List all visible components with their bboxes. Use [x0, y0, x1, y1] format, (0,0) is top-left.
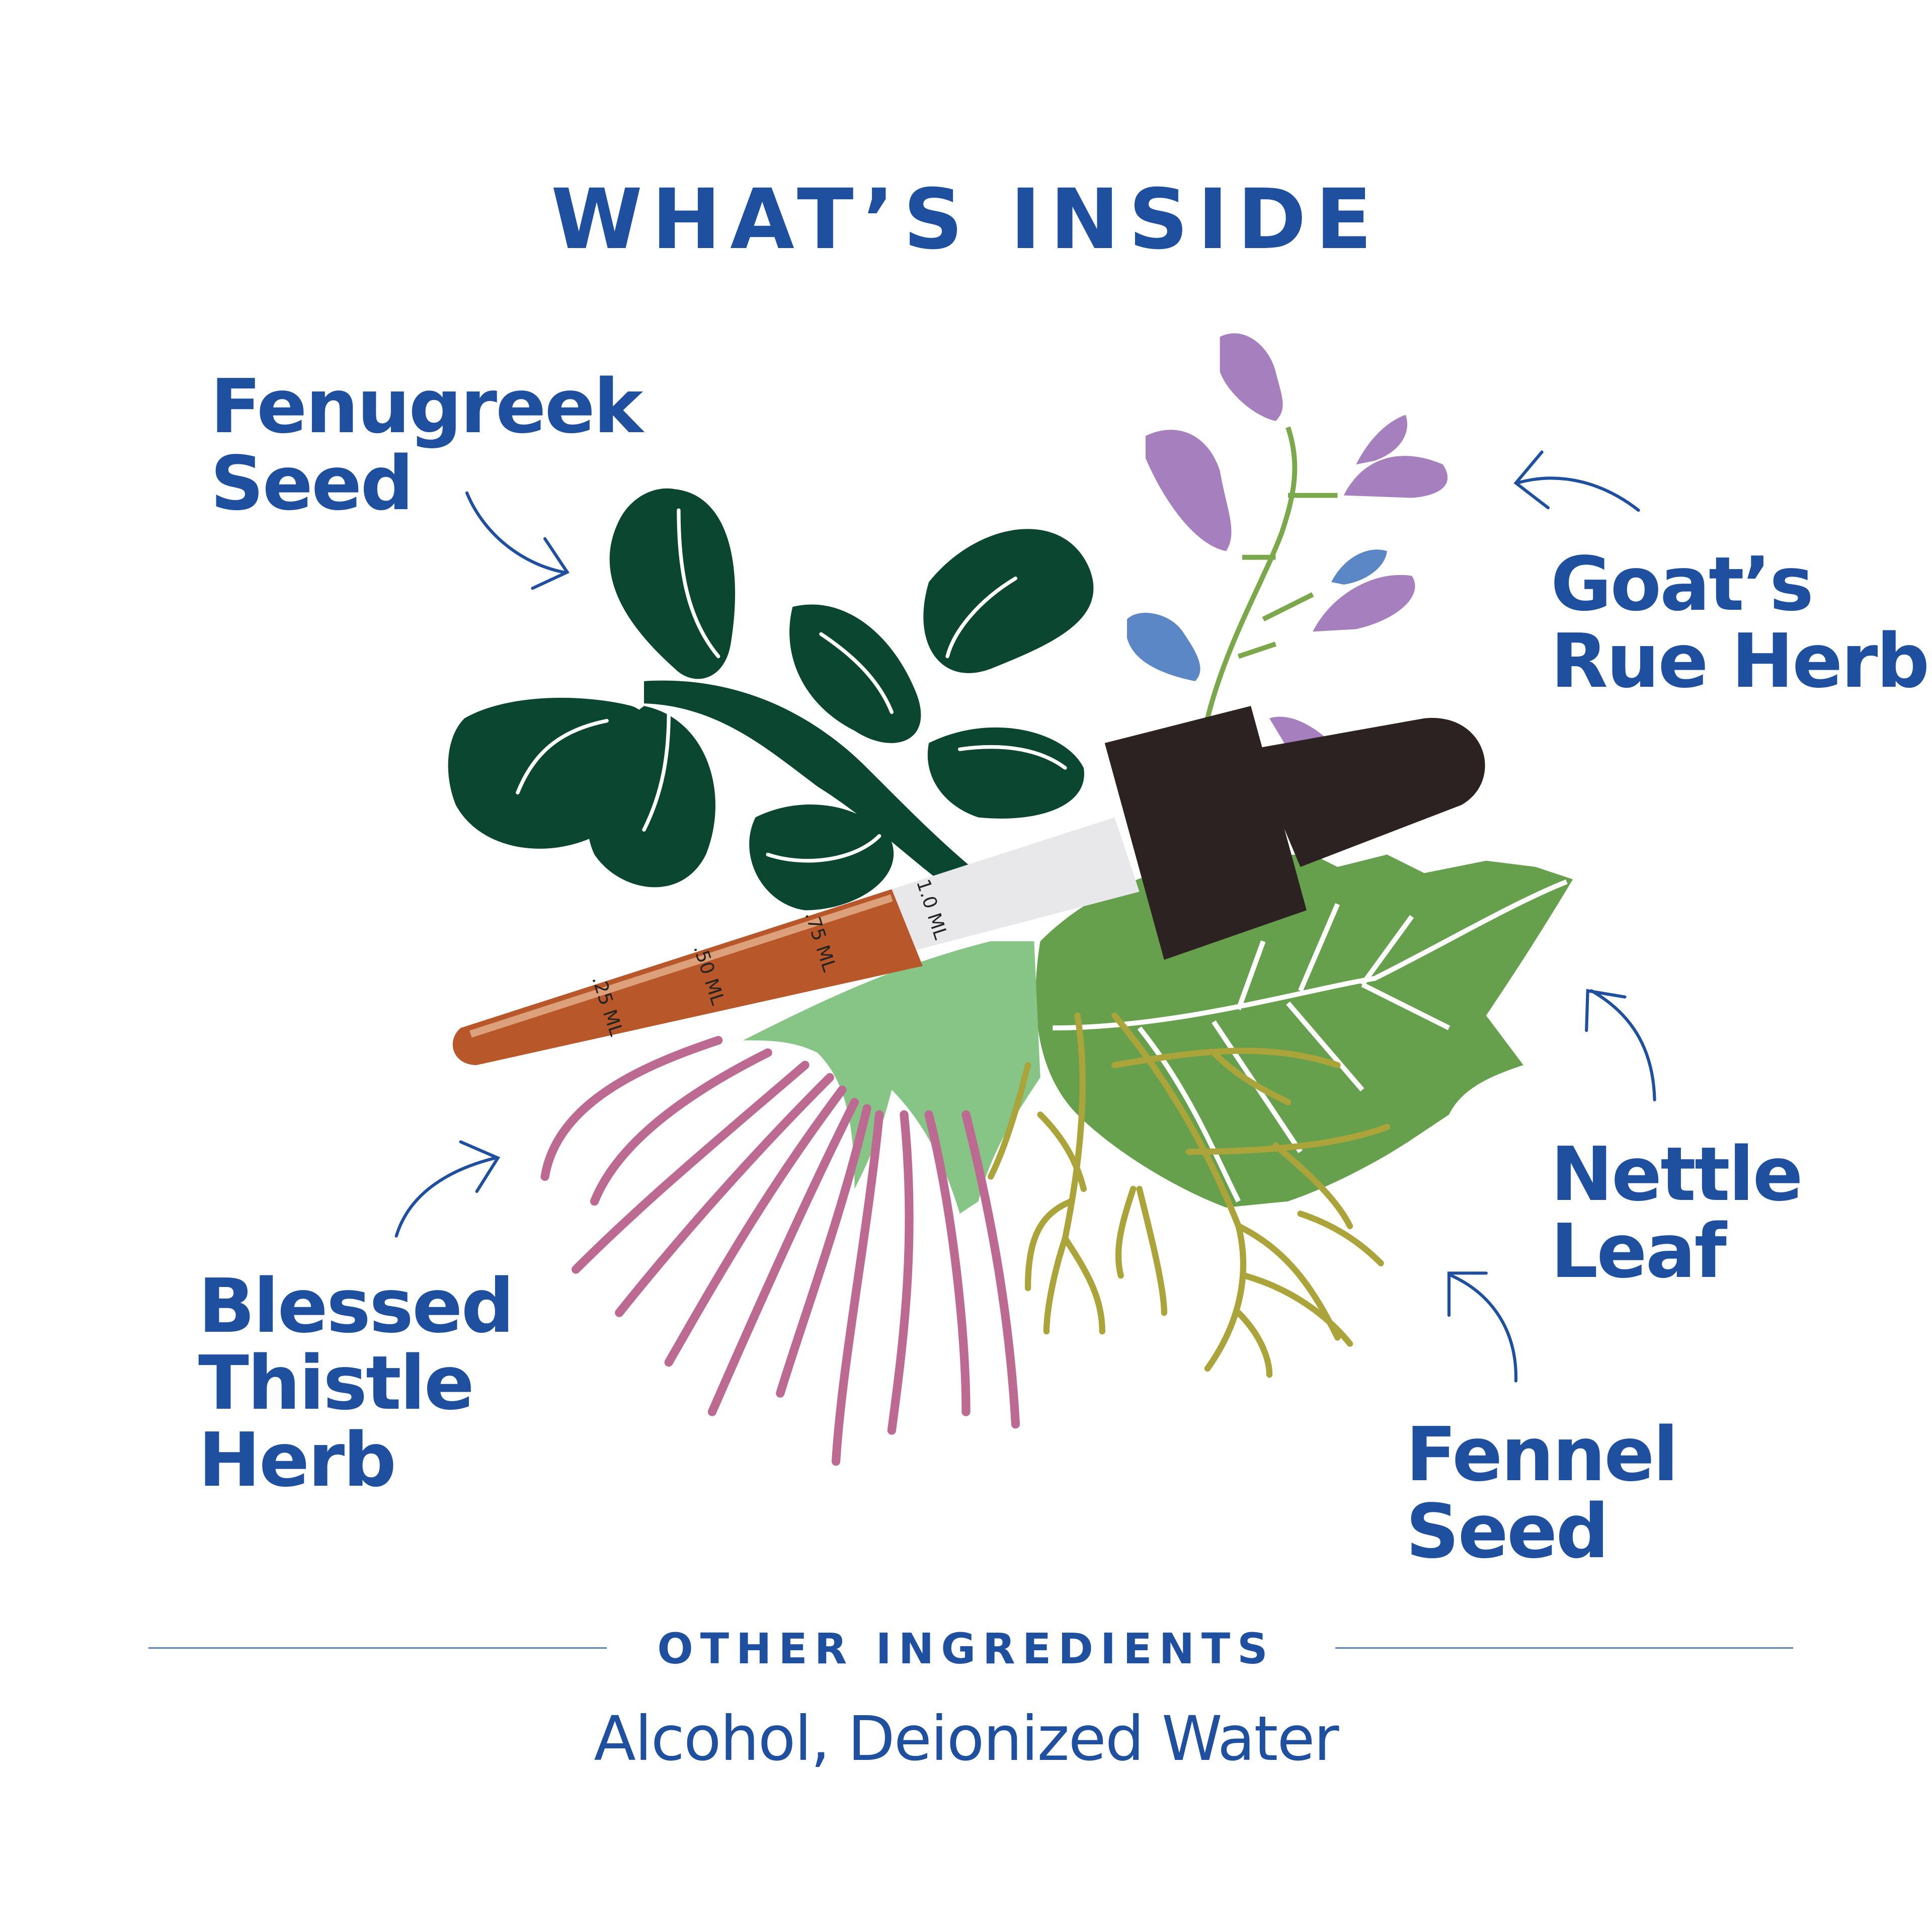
ingredient-label-line: Blessed	[198, 1263, 514, 1349]
ingredient-label-line: Rue Herb	[1551, 618, 1929, 704]
divider-right	[1335, 1647, 1793, 1649]
ingredient-label-line: Herb	[198, 1417, 396, 1503]
ingredient-label-line: Fennel	[1406, 1411, 1678, 1498]
ingredient-label-line: Thistle	[198, 1340, 474, 1426]
arrow-goats-rue-icon	[1513, 450, 1640, 512]
goats-rue-flower-illustration	[1127, 333, 1448, 750]
other-ingredients-text: Alcohol, Deionized Water	[594, 1703, 1339, 1775]
divider-left	[148, 1647, 607, 1649]
page-title: WHAT’S INSIDE	[551, 171, 1381, 268]
ingredient-label-line: Seed	[1406, 1488, 1609, 1575]
ingredient-label-line: Seed	[210, 440, 414, 527]
arrow-fennel-icon	[1447, 1271, 1518, 1383]
fennel-seed-illustration	[988, 1012, 1391, 1378]
ingredient-blessed-thistle-herb: Blessed Thistle Herb	[198, 1263, 514, 1503]
ingredient-label-line: Leaf	[1551, 1208, 1727, 1295]
ingredient-label-line: Goat’s	[1551, 541, 1814, 627]
blessed-thistle-illustration	[540, 941, 1040, 1466]
ingredient-nettle-leaf: Nettle Leaf	[1551, 1131, 1803, 1295]
ingredient-goats-rue-herb: Goat’s Rue Herb	[1551, 541, 1929, 704]
other-ingredients-heading: OTHER INGREDIENTS	[657, 1624, 1275, 1673]
ingredient-label-line: Nettle	[1551, 1131, 1803, 1218]
ingredient-fennel-seed: Fennel Seed	[1406, 1411, 1678, 1575]
arrow-fenugreek-icon	[465, 491, 570, 590]
dropper-illustration: .25 ML .50 ML .75 ML 1.0 ML	[452, 706, 1485, 1065]
ingredient-fenugreek-seed: Fenugreek Seed	[210, 363, 643, 527]
arrow-nettle-icon	[1585, 989, 1656, 1101]
arrow-thistle-icon	[394, 1140, 501, 1238]
fenugreek-leaves-illustration	[448, 488, 1094, 911]
ingredient-label-line: Fenugreek	[210, 363, 643, 450]
